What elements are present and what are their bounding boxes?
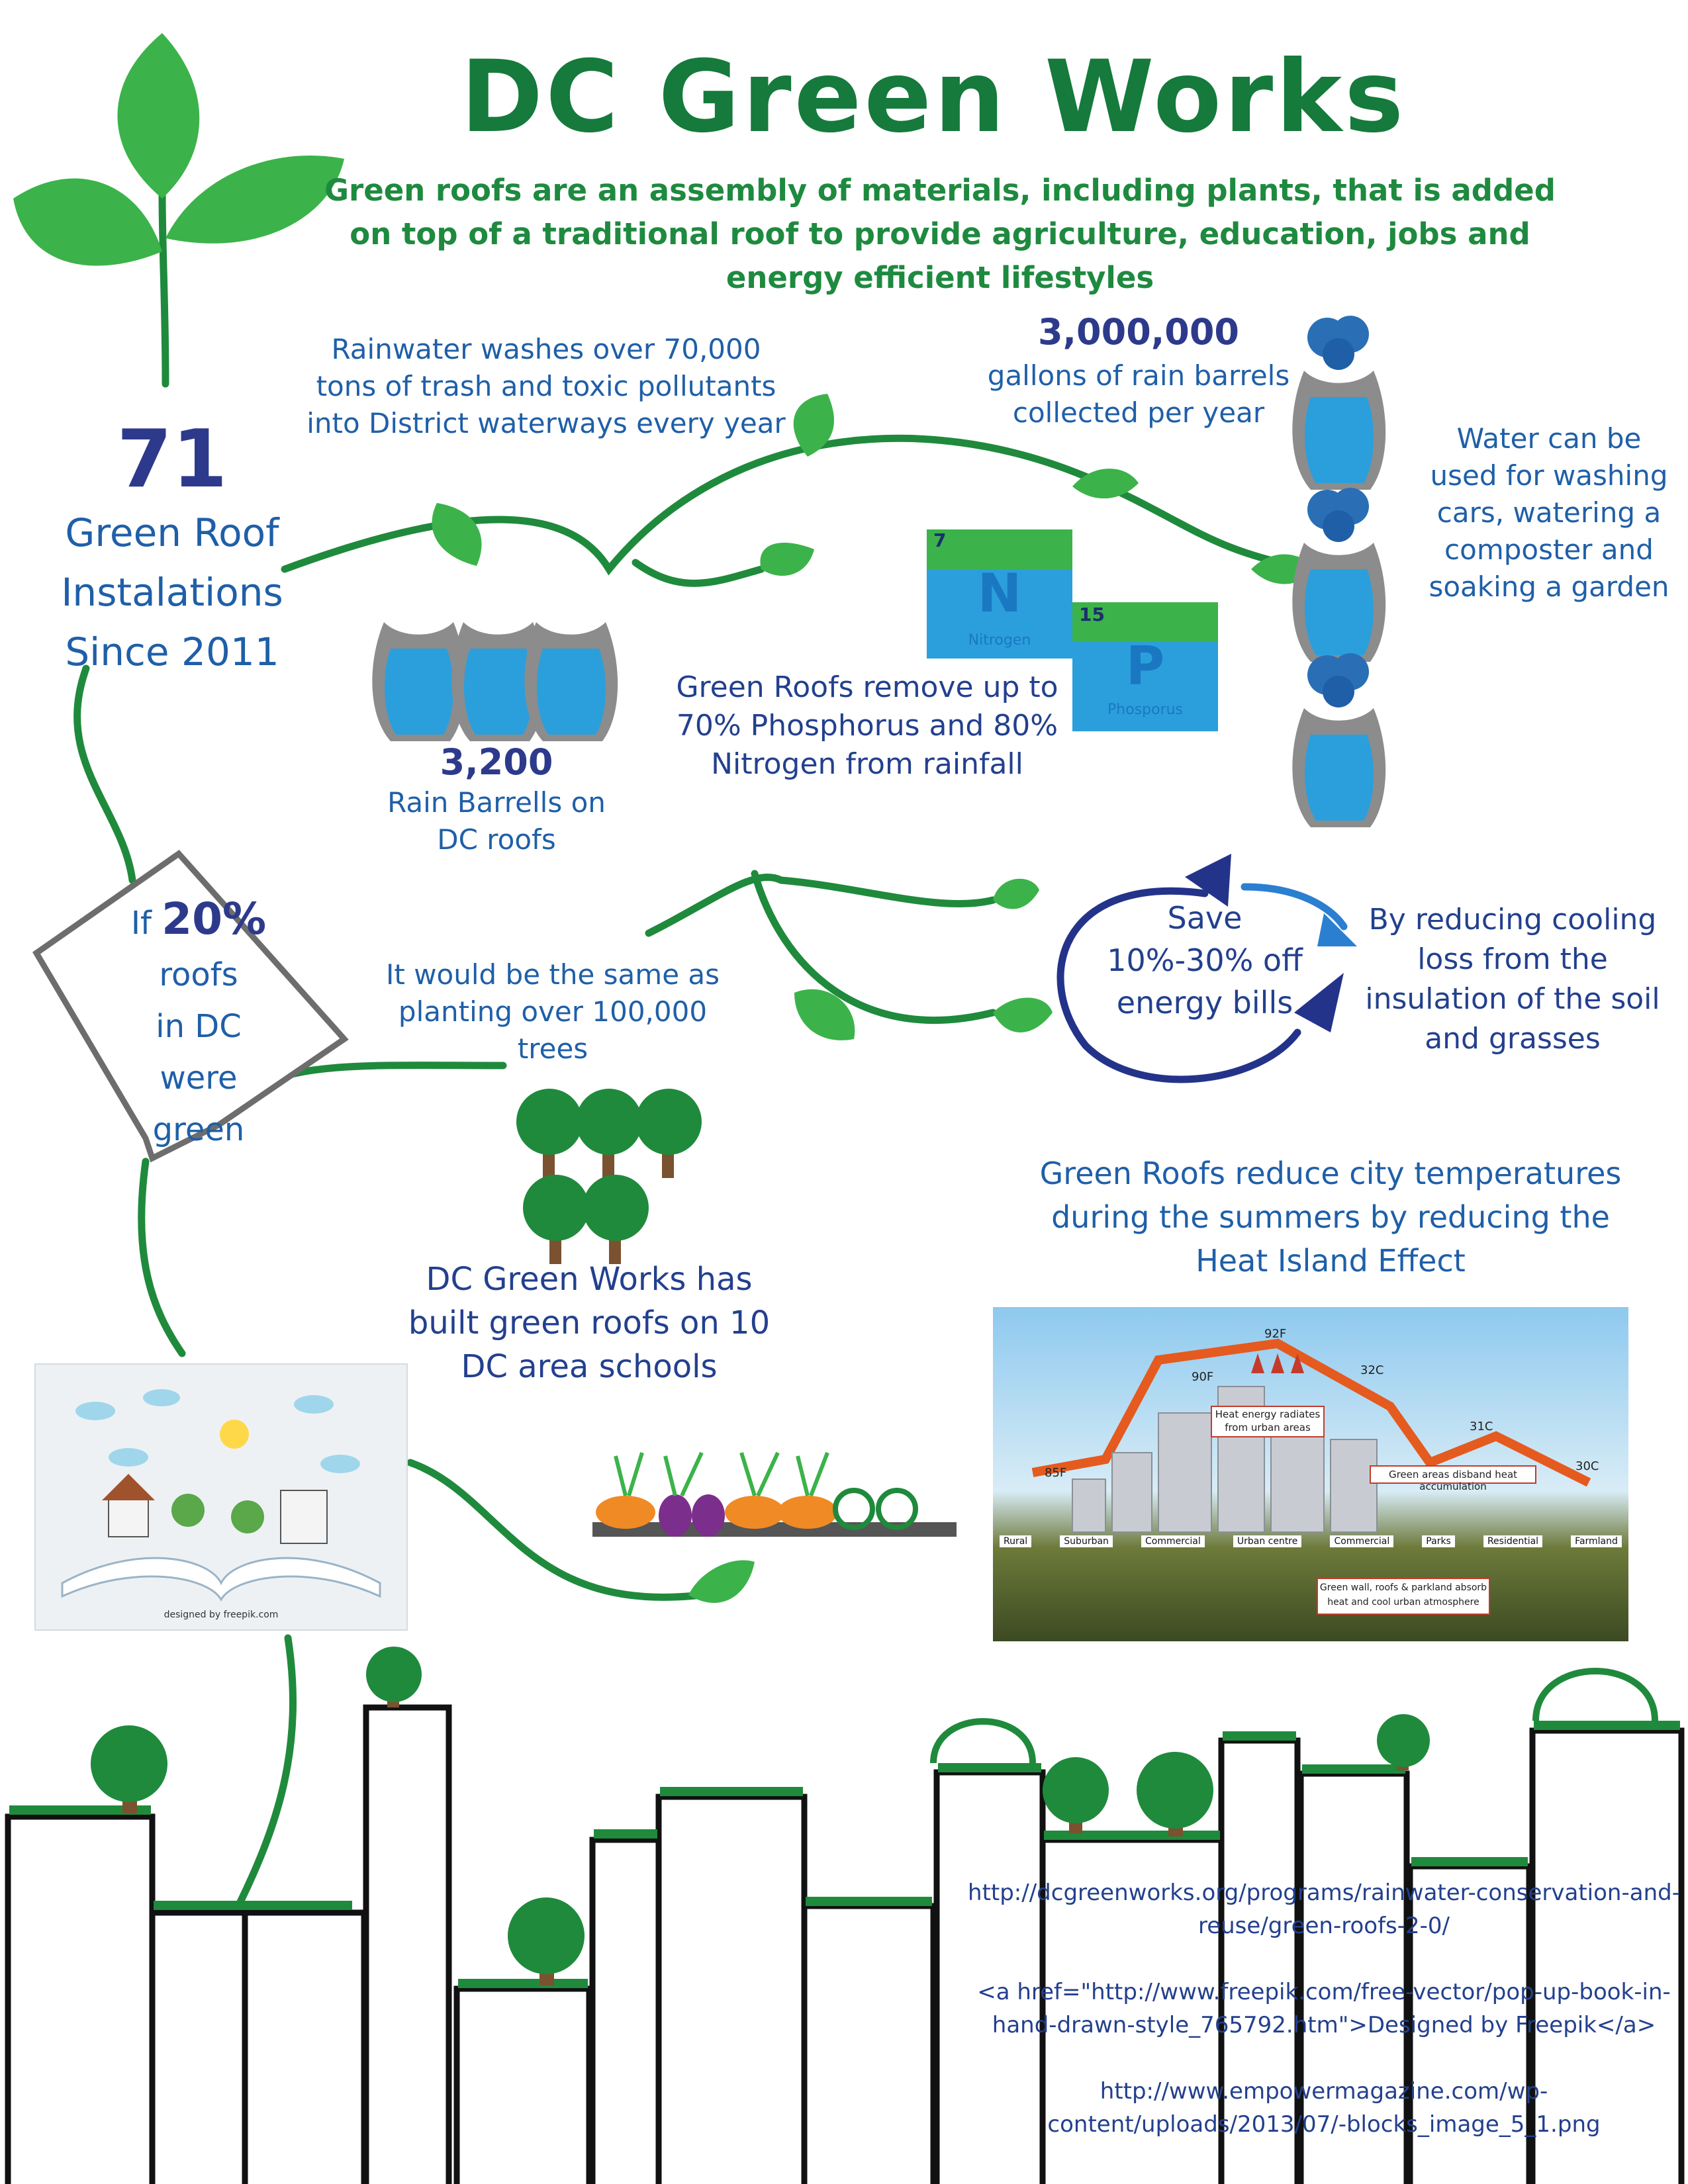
callout-right: Green areas disband heat accumulation bbox=[1388, 1469, 1518, 1492]
phosphorus-symbol: P bbox=[1125, 635, 1165, 697]
cooling-fact: By reducing cooling loss from the insula… bbox=[1365, 903, 1660, 1056]
heat-island-illustration bbox=[1031, 1338, 1591, 1615]
dc-shape-line3: in DC were bbox=[156, 1008, 242, 1097]
phosphorus-name: Phosporus bbox=[1107, 702, 1183, 718]
zone-label: Farmland bbox=[1571, 1535, 1622, 1547]
trees-fact: It would be the same as planting over 10… bbox=[385, 958, 720, 1065]
schools-fact: DC Green Works has built green roofs on … bbox=[408, 1261, 771, 1385]
gallons-label: gallons of rain barrels collected per ye… bbox=[987, 359, 1290, 429]
zone-label: Rural bbox=[1000, 1535, 1032, 1547]
sources-block: http://dcgreenworks.org/programs/rainwat… bbox=[966, 1876, 1681, 2174]
dc-shape-text: If 20% roofs in DC were green bbox=[113, 893, 285, 1156]
barrels-number: 3,200 bbox=[440, 741, 553, 783]
phosphorus-number: 15 bbox=[1079, 604, 1105, 625]
nitrogen-name: Nitrogen bbox=[968, 632, 1031, 649]
heat-island-fact: Green Roofs reduce city temperatures dur… bbox=[1039, 1156, 1622, 1279]
gallons-number: 3,000,000 bbox=[1037, 311, 1240, 353]
popup-book-illustration bbox=[61, 1389, 381, 1602]
nitrogen-number: 7 bbox=[933, 529, 947, 551]
temp-label: 31C bbox=[1470, 1420, 1493, 1433]
zone-label: Parks bbox=[1422, 1535, 1455, 1547]
page-title: DC Green Works bbox=[460, 40, 1407, 155]
barrels-label: Rain Barrells on DC roofs bbox=[387, 786, 606, 856]
dc-shape-percent: 20% bbox=[162, 893, 267, 944]
dc-shape-line4: green bbox=[152, 1111, 245, 1148]
heat-island-diagram: 85F 90F 92F 32C 31C 30C Heat energy radi… bbox=[993, 1307, 1628, 1641]
callout-bottom: Green wall, roofs & parkland absorb heat… bbox=[1319, 1582, 1487, 1608]
nitrogen-symbol: N bbox=[977, 563, 1022, 624]
zone-label: Urban centre bbox=[1233, 1535, 1302, 1547]
phosphorus-fact: Green Roofs remove up to 70% Phosphorus … bbox=[676, 670, 1058, 781]
temp-label: 32C bbox=[1360, 1363, 1384, 1377]
temp-label: 90F bbox=[1192, 1370, 1214, 1384]
temp-label: 92F bbox=[1264, 1327, 1287, 1341]
temp-label: 85F bbox=[1045, 1466, 1067, 1480]
zone-label: Suburban bbox=[1060, 1535, 1113, 1547]
dc-shape-line2: roofs bbox=[159, 956, 238, 993]
source-link[interactable]: <a href="http://www.freepik.com/free-vec… bbox=[977, 1979, 1671, 2038]
rainwater-fact: Rainwater washes over 70,000 tons of tra… bbox=[306, 333, 786, 439]
popup-credit: designed by freepik.com bbox=[164, 1610, 279, 1620]
temp-label: 30C bbox=[1575, 1459, 1599, 1473]
installs-label: Green Roof Instalations Since 2011 bbox=[61, 510, 283, 674]
popup-book-image: designed by freepik.com bbox=[34, 1363, 408, 1631]
source-link[interactable]: http://dcgreenworks.org/programs/rainwat… bbox=[968, 1880, 1680, 1939]
page-subtitle: Green roofs are an assembly of materials… bbox=[324, 173, 1556, 295]
zone-label: Residential bbox=[1483, 1535, 1543, 1547]
dc-shape-prefix: If bbox=[130, 905, 152, 942]
callout-top: Heat energy radiates from urban areas bbox=[1215, 1408, 1321, 1433]
zone-labels: Rural Suburban Commercial Urban centre C… bbox=[1000, 1535, 1622, 1547]
installs-number: 71 bbox=[117, 414, 228, 506]
save-energy: Save 10%-30% off energy bills bbox=[1107, 900, 1303, 1021]
zone-label: Commercial bbox=[1141, 1535, 1205, 1547]
zone-label: Commercial bbox=[1330, 1535, 1394, 1547]
source-link[interactable]: http://www.empowermagazine.com/wp-conten… bbox=[1047, 2078, 1601, 2138]
water-uses: Water can be used for washing cars, wate… bbox=[1429, 422, 1669, 603]
